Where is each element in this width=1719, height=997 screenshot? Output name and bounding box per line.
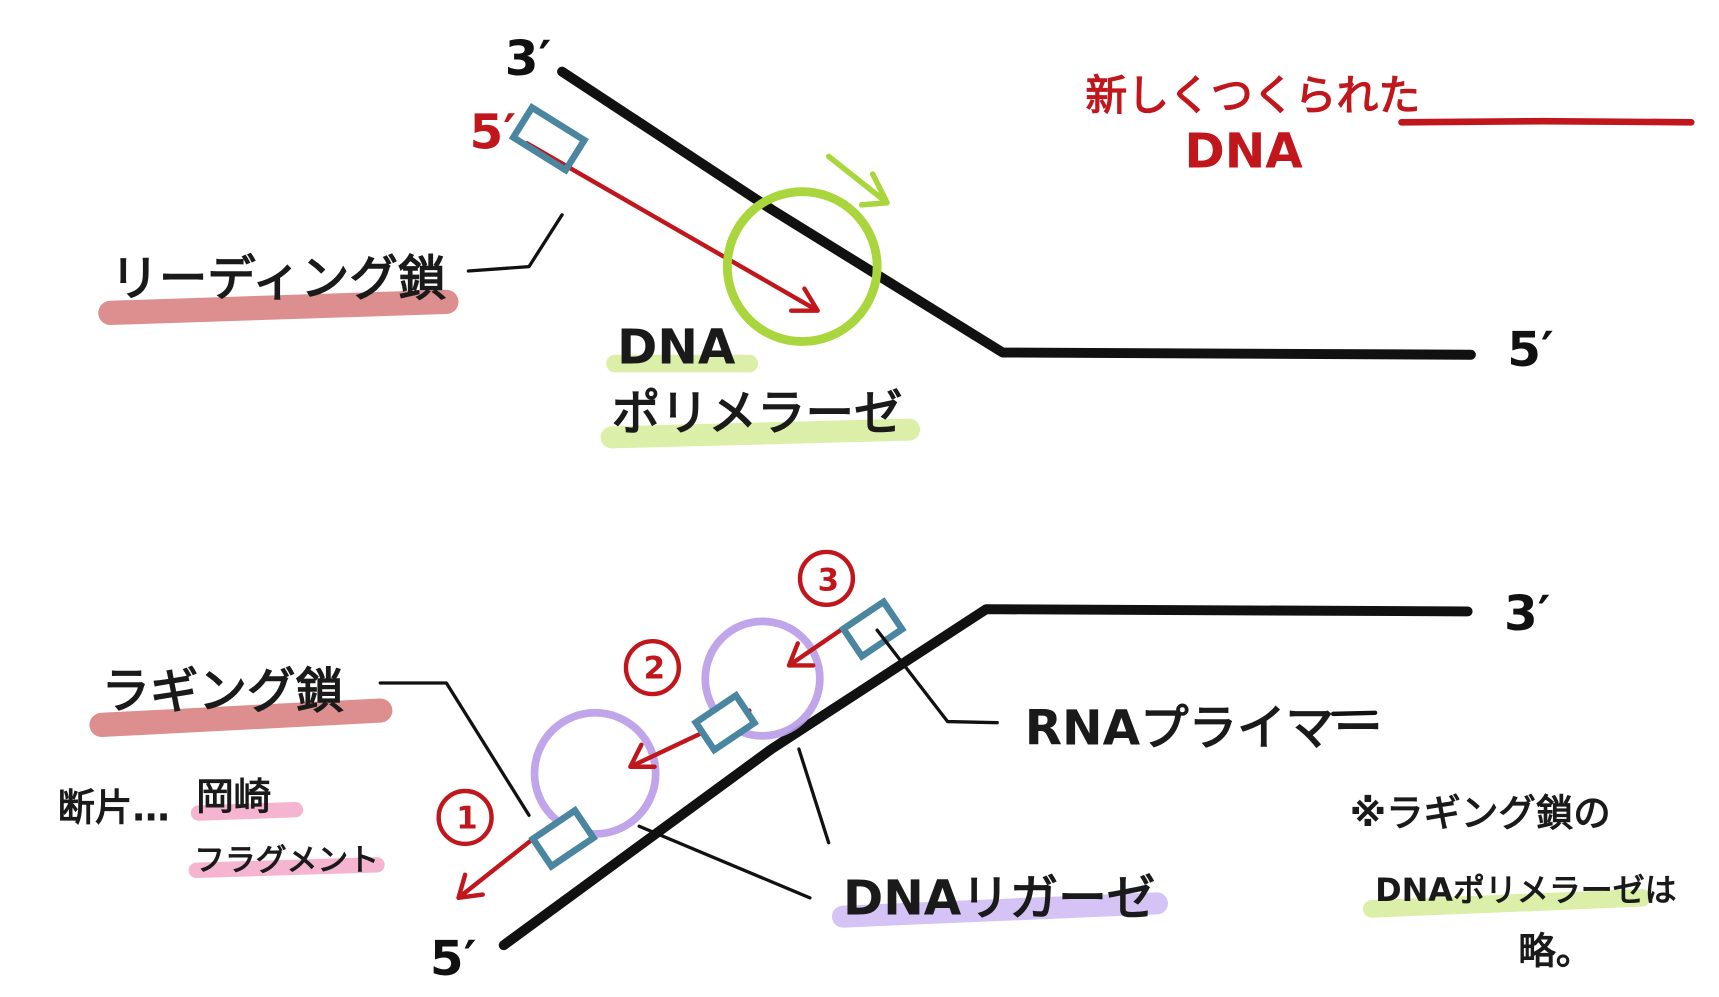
template-strand-top	[557, 66, 1476, 360]
polymerase-label-1: DNA	[617, 320, 736, 376]
step-3-circle	[797, 549, 856, 608]
template-strand-bottom	[498, 604, 1473, 951]
okazaki-label: 岡崎	[196, 775, 271, 819]
primer-leader-line	[875, 628, 999, 725]
rna-primer-box	[508, 102, 589, 175]
ligase-highlight	[831, 892, 1168, 928]
rna-primer-label: RNAプライマー	[1025, 701, 1383, 757]
lagging-leader-line	[378, 681, 531, 817]
legend-text-2: DNA	[1184, 123, 1303, 179]
primer-label-dash	[1331, 710, 1378, 717]
dna-ligase-circle-1	[530, 708, 660, 838]
prime-5-leading: 5′	[470, 105, 517, 161]
note-polymerase-highlight	[1362, 889, 1651, 918]
leading-strand-label: リーディング鎖	[110, 251, 446, 307]
fragment-prefix: 断片…	[57, 786, 169, 830]
step-2-number: 2	[644, 651, 665, 687]
rna-primer-box-3	[838, 597, 907, 661]
step-1: 1	[436, 788, 494, 847]
polymerase-highlight-2	[600, 418, 921, 449]
note-line-3: 略。	[1518, 929, 1593, 973]
dna-ligase-circle-2	[701, 617, 824, 740]
legend-text-1: 新しくつくられた	[1085, 71, 1420, 120]
polymerase-label-2: ポリメラーゼ	[612, 386, 903, 442]
leading-strand-arrow	[524, 141, 820, 313]
prime-3-top: 3′	[505, 31, 552, 87]
prime-3-bottom: 3′	[1504, 586, 1551, 642]
ligase-leader-line-2	[637, 824, 812, 900]
ligase-leader-line-1	[797, 747, 831, 845]
note-line-2: DNAポリメラーゼは	[1375, 871, 1677, 909]
lagging-strand-label: ラギング鎖	[102, 663, 345, 719]
dna-ligase-label: DNAリガーゼ	[843, 870, 1155, 926]
direction-arrow	[825, 153, 890, 208]
legend-new-dna-line	[1398, 117, 1695, 126]
highlights	[89, 289, 1651, 928]
rna-primer-box-1	[528, 805, 598, 871]
step-2: 2	[623, 638, 682, 697]
okazaki-highlight	[190, 802, 304, 821]
leading-highlight	[98, 289, 459, 325]
step-2-circle	[623, 638, 682, 697]
rna-primer-box-2	[691, 690, 760, 755]
leading-leader-line	[466, 213, 564, 273]
step-1-number: 1	[456, 800, 477, 836]
step-3: 3	[797, 549, 856, 608]
fragment-label: フラグメント	[194, 842, 379, 878]
step-3-number: 3	[818, 562, 839, 598]
prime-5-top-right: 5′	[1507, 322, 1554, 378]
prime-5-bottom: 5′	[430, 931, 477, 987]
dna-polymerase-circle	[722, 187, 882, 346]
okazaki-fragment-arrow-1	[456, 832, 541, 901]
note-line-1: ※ラギング鎖の	[1350, 791, 1611, 835]
lagging-highlight	[89, 698, 393, 738]
step-1-circle	[436, 788, 494, 847]
fragment-highlight	[188, 857, 385, 879]
